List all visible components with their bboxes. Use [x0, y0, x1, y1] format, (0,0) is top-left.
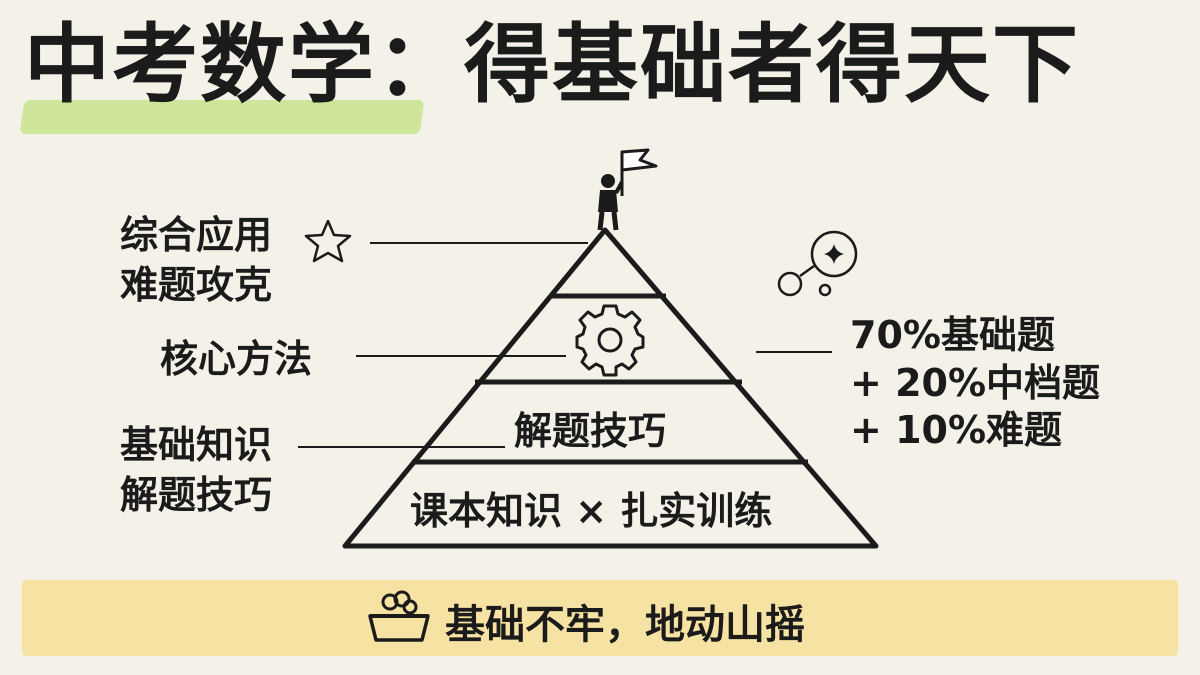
stat-line: + 10%难题: [850, 408, 1063, 452]
pyramid-outline: [342, 227, 879, 549]
stat-line: 70%基础题: [850, 313, 1055, 357]
star-icon: [304, 219, 352, 263]
footer-text: 基础不牢，地动山摇: [445, 602, 805, 648]
label-top-line2: 难题攻克: [120, 263, 273, 307]
title-area: 中考数学：得基础者得天下: [0, 0, 1200, 140]
tier-4-text: 课本知识 × 扎实训练: [410, 489, 773, 533]
stat-line: + 20%中档题: [850, 360, 1101, 405]
label-middle: 核心方法: [160, 337, 313, 381]
label-top-line1: 综合应用: [120, 213, 273, 257]
page-title: 中考数学：得基础者得天下: [24, 15, 1080, 115]
footer-banner: [22, 580, 1178, 656]
basket-icon: [368, 590, 430, 642]
label-bottom-line2: 解题技巧: [120, 473, 273, 517]
sparkle-icon: [824, 244, 844, 264]
thought-bubble-icon: [777, 230, 858, 297]
gear-icon: [575, 304, 645, 377]
right-stats: 70%基础题 + 20%中档题 + 10%难题: [850, 312, 1100, 455]
tier-3-text: 解题技巧: [514, 409, 667, 453]
person-flag-icon: [597, 148, 658, 231]
label-bottom-line1: 基础知识: [120, 423, 273, 467]
